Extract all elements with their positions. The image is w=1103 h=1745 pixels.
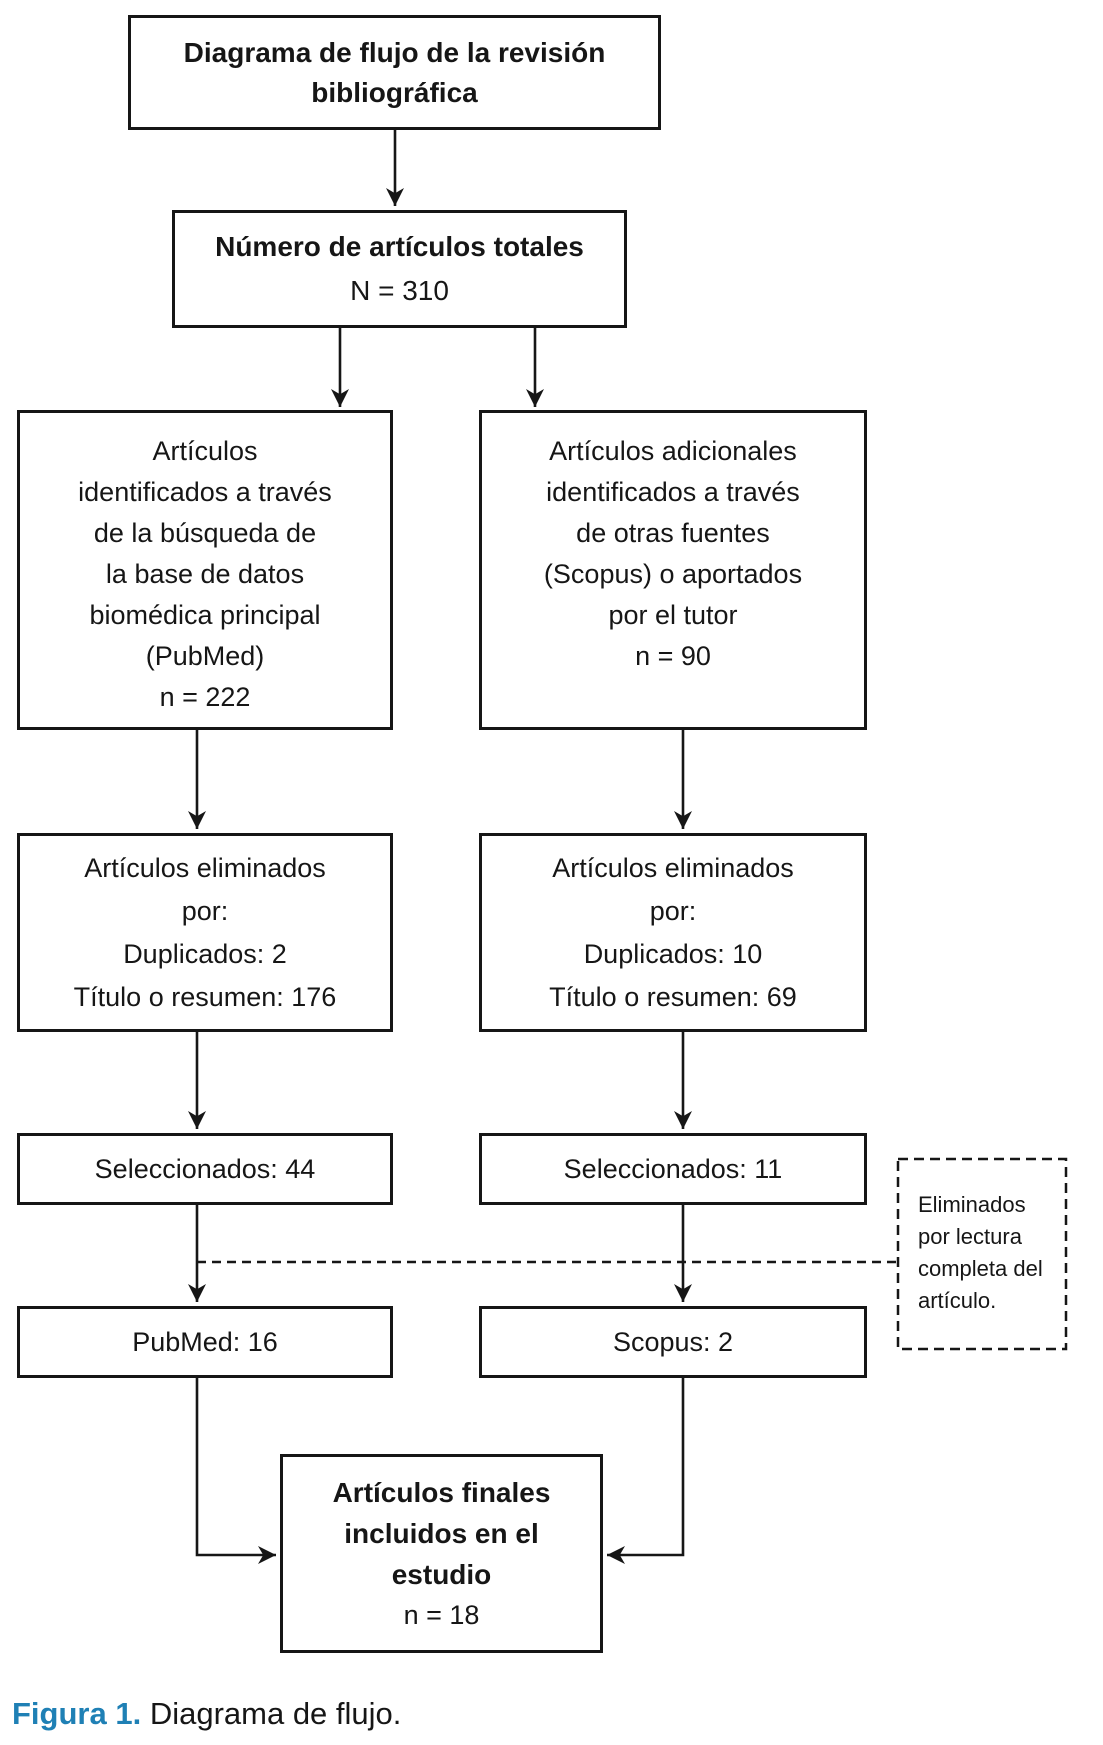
selected-pubmed-label: Seleccionados: 44 xyxy=(94,1153,316,1184)
identified-pubmed-line: n = 222 xyxy=(159,682,251,712)
final-articles-value: n = 18 xyxy=(403,1599,480,1630)
removed-pubmed-line: Título o resumen: 176 xyxy=(73,981,337,1012)
identified-other-line: Artículos adicionales xyxy=(549,436,797,466)
arrow-scopus2-to-final xyxy=(607,1378,685,1564)
final-articles-line: incluidos en el xyxy=(344,1517,539,1549)
removed-pubmed-line: Artículos eliminados xyxy=(84,852,326,883)
removed-other-line: por: xyxy=(649,895,697,926)
scopus-final-count-label: Scopus: 2 xyxy=(612,1326,734,1357)
diagram-title-line: bibliográfica xyxy=(311,76,478,108)
removed-other-line: Artículos eliminados xyxy=(552,852,794,883)
diagram-title-line: Diagrama de flujo de la revisión xyxy=(183,36,606,68)
fulltext-exclusion-note: Eliminados por lectura completa del artí… xyxy=(898,1159,1066,1349)
identified-pubmed-box: Artículos identificados a través de la b… xyxy=(17,410,393,730)
figure-caption-text: Diagrama de flujo. xyxy=(141,1696,402,1731)
selected-other-label: Seleccionados: 11 xyxy=(563,1153,783,1184)
pubmed-final-count-box: PubMed: 16 xyxy=(17,1306,393,1378)
identified-pubmed-line: la base de datos xyxy=(105,559,305,589)
removed-other-line: Título o resumen: 69 xyxy=(549,981,797,1012)
fulltext-note-line: artículo. xyxy=(918,1288,997,1313)
pubmed-final-count-label: PubMed: 16 xyxy=(132,1326,278,1357)
removed-pubmed-box: Artículos eliminados por: Duplicados: 2 … xyxy=(17,833,393,1032)
identified-other-line: (Scopus) o aportados xyxy=(543,559,803,589)
identified-pubmed-line: identificados a través xyxy=(78,477,332,507)
identified-other-line: n = 90 xyxy=(635,641,711,671)
removed-pubmed-line: por: xyxy=(181,895,229,926)
final-articles-line: Artículos finales xyxy=(332,1476,551,1508)
arrow-pubmed16-to-final xyxy=(195,1378,276,1564)
totals-value: N = 310 xyxy=(350,275,449,306)
identified-pubmed-line: Artículos xyxy=(152,436,258,466)
totals-box: Número de artículos totales N = 310 xyxy=(172,210,627,328)
removed-other-box: Artículos eliminados por: Duplicados: 10… xyxy=(479,833,867,1032)
fulltext-note-line: completa del xyxy=(918,1256,1043,1281)
identified-pubmed-line: (PubMed) xyxy=(145,641,265,671)
selected-pubmed-box: Seleccionados: 44 xyxy=(17,1133,393,1205)
identified-other-line: de otras fuentes xyxy=(576,518,770,548)
removed-other-line: Duplicados: 10 xyxy=(583,938,763,969)
final-articles-line: estudio xyxy=(391,1558,492,1590)
totals-title: Número de artículos totales xyxy=(215,231,584,262)
removed-pubmed-line: Duplicados: 2 xyxy=(123,938,287,969)
diagram-title-box: Diagrama de flujo de la revisión bibliog… xyxy=(128,15,661,130)
figure-caption: Figura 1. Diagrama de flujo. xyxy=(12,1694,401,1734)
identified-pubmed-line: de la búsqueda de xyxy=(93,518,317,548)
identified-other-line: identificados a través xyxy=(546,477,800,507)
scopus-final-count-box: Scopus: 2 xyxy=(479,1306,867,1378)
figure-caption-label: Figura 1. xyxy=(12,1696,142,1731)
fulltext-note-line: Eliminados xyxy=(918,1192,1026,1217)
identified-other-line: por el tutor xyxy=(608,600,738,630)
final-articles-box: Artículos finales incluidos en el estudi… xyxy=(280,1454,603,1653)
fulltext-note-line: por lectura xyxy=(918,1224,1022,1249)
identified-other-box: Artículos adicionales identificados a tr… xyxy=(479,410,867,730)
selected-other-box: Seleccionados: 11 xyxy=(479,1133,867,1205)
identified-pubmed-line: biomédica principal xyxy=(89,600,321,630)
